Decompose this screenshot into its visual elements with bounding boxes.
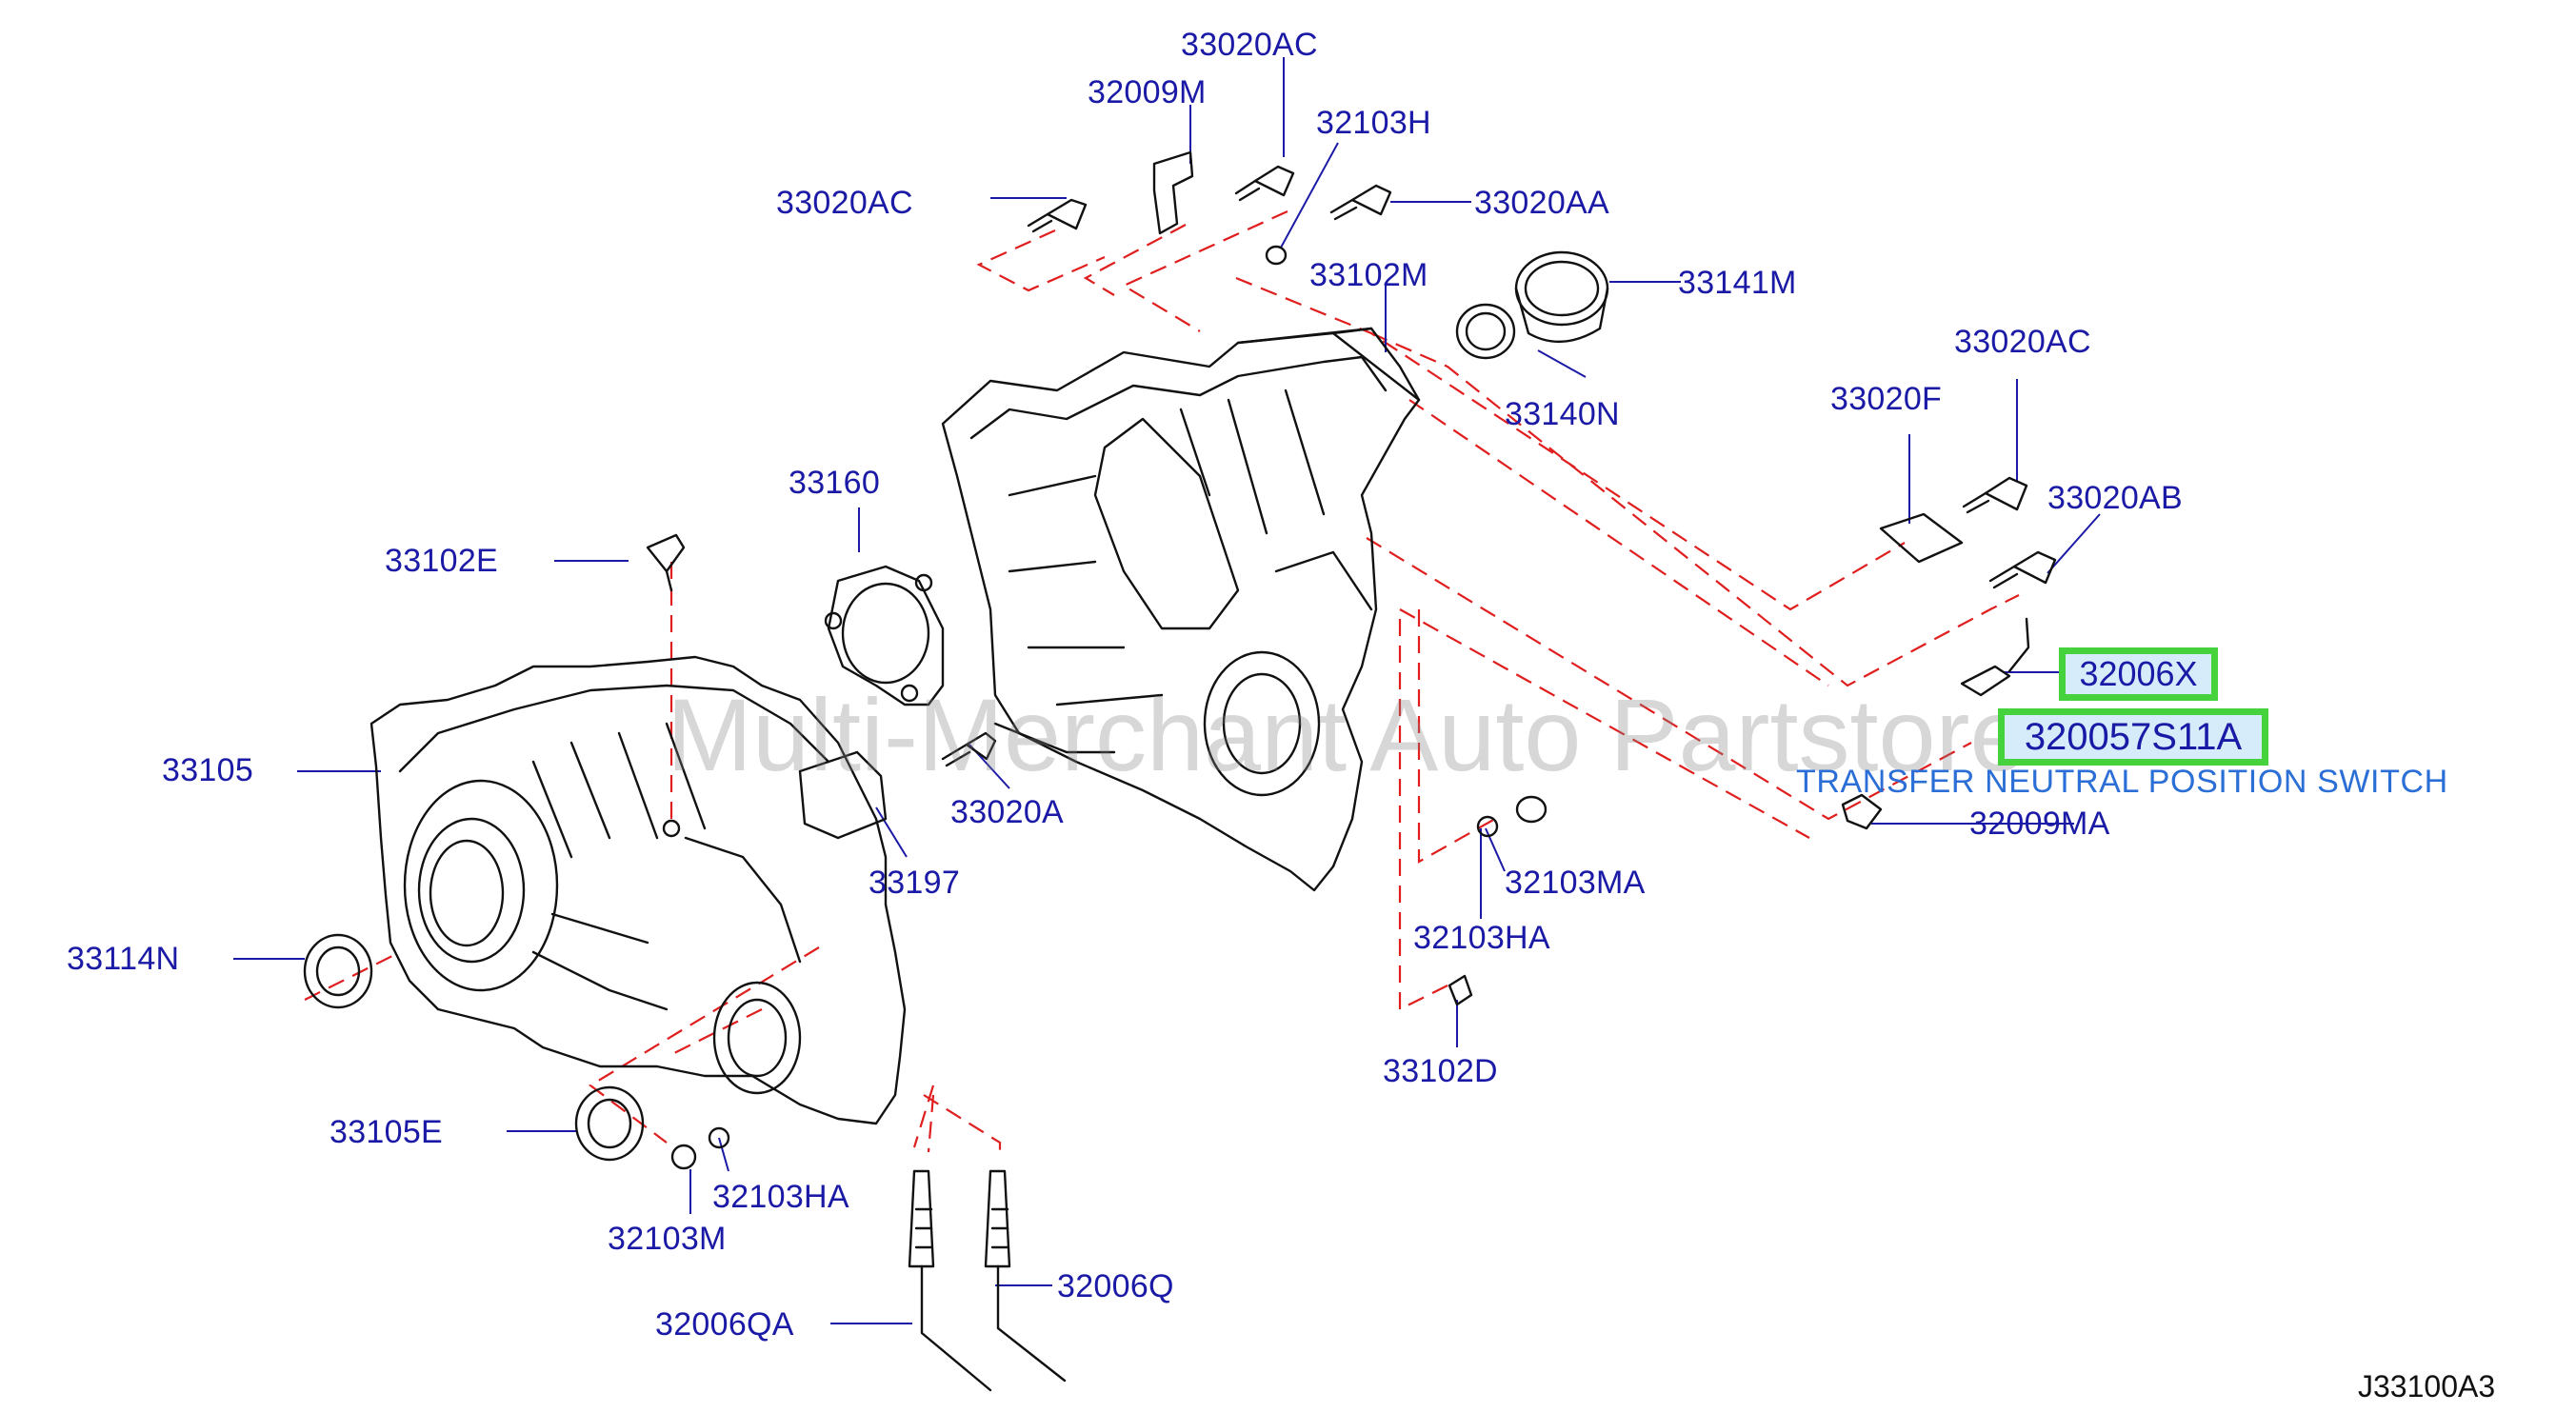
bolt-33020ac-top — [1234, 165, 1295, 202]
part-label-32009ma[interactable]: 32009MA — [1969, 806, 2110, 842]
part-label-33105e[interactable]: 33105E — [329, 1114, 444, 1150]
part-label-33020aa[interactable]: 33020AA — [1474, 185, 1610, 221]
bracket-32009ma — [1841, 793, 1883, 830]
seal-33114n — [303, 933, 373, 1009]
diagram-reference-code: J33100A3 — [2358, 1369, 2496, 1403]
part-label-32103ha-mid[interactable]: 32103HA — [1413, 920, 1550, 956]
gasket-33160 — [824, 565, 945, 706]
highlight-32006x[interactable]: 32006X — [2059, 647, 2218, 701]
breather-33102e — [646, 533, 686, 592]
part-label-33102e[interactable]: 33102E — [385, 543, 499, 579]
bracket-33197 — [798, 750, 888, 840]
part-label-33114n[interactable]: 33114N — [67, 941, 180, 977]
assembly-dashed-lines — [304, 209, 2020, 1157]
case-33102m — [941, 327, 1421, 892]
highlight-320057s11a[interactable]: 320057S11A — [1998, 708, 2268, 766]
part-label-33140n[interactable]: 33140N — [1505, 396, 1620, 432]
bracket-33020f — [1879, 512, 1964, 564]
part-label-33102m[interactable]: 33102M — [1309, 257, 1428, 293]
bracket-32009m — [1152, 150, 1194, 235]
part-label-32006qa[interactable]: 32006QA — [655, 1306, 794, 1343]
part-label-33160[interactable]: 33160 — [789, 465, 881, 501]
part-label-33020a[interactable]: 33020A — [950, 794, 1065, 830]
part-label-32006q[interactable]: 32006Q — [1057, 1268, 1174, 1304]
part-label-33020ac-top[interactable]: 33020AC — [1181, 27, 1318, 63]
part-label-32103ma[interactable]: 32103MA — [1505, 865, 1646, 901]
watermark: Multi-Merchant Auto Partstore — [667, 677, 2027, 792]
seal-33105e — [574, 1085, 645, 1162]
part-label-33141m[interactable]: 33141M — [1678, 265, 1797, 301]
oring-32103ha-low — [708, 1126, 730, 1149]
part-label-33105[interactable]: 33105 — [162, 752, 254, 788]
highlight-32006x-label: 32006X — [2079, 654, 2198, 693]
part-label-33020ab[interactable]: 33020AB — [2047, 480, 2184, 516]
part-label-33020ac-right[interactable]: 33020AC — [1954, 324, 2091, 360]
plug-32103ma — [1515, 795, 1548, 824]
part-graphics — [303, 150, 2057, 1392]
part-label-32103h[interactable]: 32103H — [1316, 105, 1431, 141]
case-33105 — [369, 655, 907, 1125]
sensor-32006qa — [908, 1169, 992, 1392]
seal-33141m — [1514, 250, 1609, 343]
plug-32103m — [670, 1144, 697, 1170]
part-label-33020ac-left[interactable]: 33020AC — [776, 185, 913, 221]
part-label-32103ha-low[interactable]: 32103HA — [712, 1179, 849, 1215]
oring-32103h — [1265, 245, 1288, 266]
leader-lines — [233, 57, 2101, 1324]
part-label-32103m[interactable]: 32103M — [608, 1221, 727, 1257]
bolt-33020ac-right — [1962, 476, 2028, 514]
bolt-33020a — [941, 731, 997, 767]
sensor-32006q — [984, 1169, 1067, 1383]
part-label-33102d[interactable]: 33102D — [1383, 1053, 1498, 1089]
part-description: TRANSFER NEUTRAL POSITION SWITCH — [1796, 764, 2448, 800]
part-label-32009m[interactable]: 32009M — [1088, 74, 1207, 110]
highlight-320057s11a-label: 320057S11A — [2024, 716, 2243, 758]
bolt-33020ab — [1988, 550, 2057, 589]
bolt-33020aa — [1329, 184, 1392, 221]
part-label-33020f[interactable]: 33020F — [1830, 381, 1943, 417]
bolt-33020ac-left — [1027, 198, 1088, 233]
ring-33140n — [1455, 303, 1516, 360]
pin-33102d — [1448, 974, 1473, 1006]
oring-32103ha-mid — [1476, 815, 1499, 838]
part-label-33197[interactable]: 33197 — [869, 865, 961, 901]
switch-32006x — [1960, 617, 2030, 697]
